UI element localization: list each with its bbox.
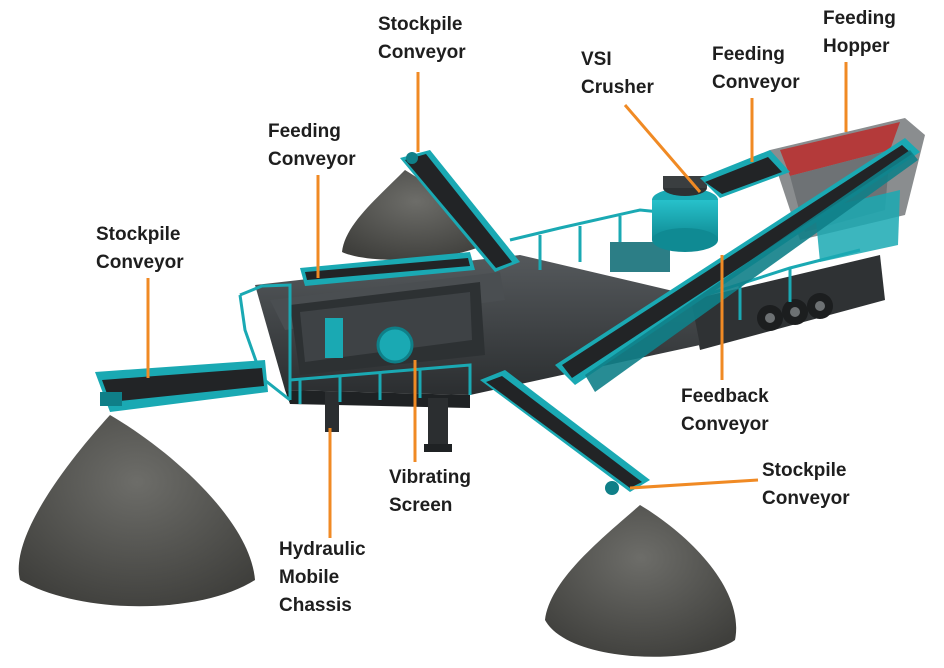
sand-pile-left — [18, 415, 255, 607]
label-line: Crusher — [581, 77, 654, 98]
label-line: Hopper — [823, 36, 890, 57]
label-line: Conveyor — [681, 414, 769, 435]
hydraulic-legs — [325, 392, 452, 452]
feeding-conveyor-left-belt — [300, 252, 475, 286]
label-line: Conveyor — [378, 42, 466, 63]
label-feeding-hopper: Feeding Hopper — [823, 5, 896, 61]
label-stockpile-conveyor-top: Stockpile Conveyor — [378, 11, 466, 67]
label-line: Vibrating — [389, 467, 471, 488]
label-vsi-crusher: VSI Crusher — [581, 46, 654, 102]
label-line: Chassis — [279, 595, 352, 616]
label-stockpile-conveyor-left: Stockpile Conveyor — [96, 221, 184, 277]
stockpile-conveyor-right-belt — [480, 370, 650, 495]
label-line: Conveyor — [712, 72, 800, 93]
vsi-crusher-unit — [610, 176, 718, 272]
label-line: Hydraulic — [279, 539, 366, 560]
sand-pile-bottom — [545, 505, 737, 657]
leader-lines — [146, 62, 848, 538]
label-line: Feedback — [681, 386, 769, 407]
label-feeding-conveyor-left: Feeding Conveyor — [268, 118, 356, 174]
leader-vsi — [623, 104, 702, 193]
label-feeding-conveyor-right: Feeding Conveyor — [712, 41, 800, 97]
label-stockpile-conveyor-right: Stockpile Conveyor — [762, 457, 850, 513]
label-line: Feeding — [268, 121, 341, 142]
label-line: Screen — [389, 495, 453, 516]
stockpile-conveyor-top-belt — [400, 150, 520, 272]
label-line: Stockpile — [378, 14, 463, 35]
vibrating-screen-unit — [290, 282, 485, 375]
label-line: Stockpile — [762, 460, 847, 481]
sand-pile-top — [342, 170, 490, 260]
label-line: Mobile — [279, 567, 340, 588]
feedback-conveyor — [555, 138, 920, 392]
label-line: Feeding — [712, 44, 785, 65]
label-vibrating-screen: Vibrating Screen — [389, 464, 471, 520]
leader-stockpile-right — [629, 478, 759, 490]
label-line: Feeding — [823, 8, 896, 29]
label-hydraulic-mobile-chassis: Hydraulic Mobile Chassis — [279, 536, 366, 620]
label-line: Conveyor — [96, 252, 184, 273]
trailer-chassis — [690, 255, 885, 350]
stockpile-conveyor-left-belt — [95, 360, 268, 412]
label-feedback-conveyor: Feedback Conveyor — [681, 383, 769, 439]
label-line: VSI — [581, 49, 612, 70]
label-line: Stockpile — [96, 224, 181, 245]
label-line: Conveyor — [268, 149, 356, 170]
feeding-conveyor-right — [700, 150, 790, 198]
label-line: Conveyor — [762, 488, 850, 509]
